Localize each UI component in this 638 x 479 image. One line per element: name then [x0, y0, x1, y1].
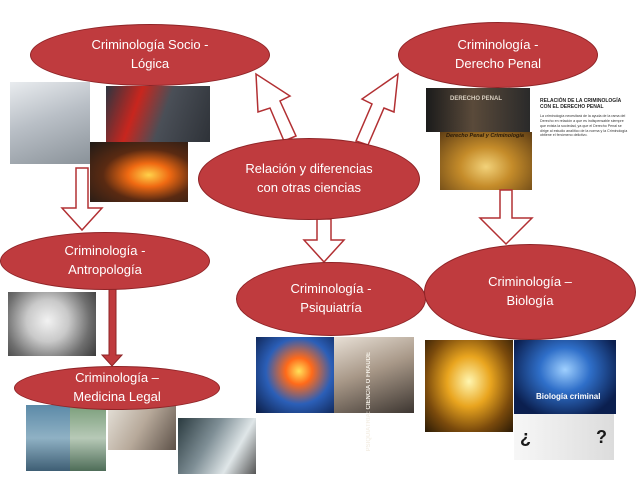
question-mark-close: ? [596, 427, 607, 447]
photo-scales-justice [440, 132, 532, 190]
photo-riot-crowd [106, 86, 210, 142]
photo-lab-tubes [425, 340, 513, 432]
arrow-antro-to-legal [100, 287, 124, 367]
node-bio-line-1: Criminología – [488, 274, 572, 290]
photo-burning-street [90, 142, 188, 202]
photo-gloved-hand [10, 82, 90, 164]
photo-penal-dark [426, 88, 530, 132]
node-penal: Criminología - Derecho Penal [398, 22, 598, 88]
penal-book-title: RELACIÓN DE LA CRIMINOLOGÍA CON EL DEREC… [540, 98, 622, 110]
node-antro: Criminología - Antropología [0, 232, 210, 290]
node-psiq-line-1: Criminología - [290, 281, 372, 297]
node-bio-line-2: Biología [506, 293, 554, 308]
node-legal-line-1: Criminología – [75, 370, 159, 386]
biology-criminal-label: Biología criminal [536, 392, 601, 401]
node-antro-line-2: Antropología [68, 262, 142, 277]
node-socio: Criminología Socio - Lógica [30, 24, 270, 86]
node-center-line-2: con otras ciencias [256, 180, 362, 195]
node-psiq-line-2: Psiquiatría [300, 300, 362, 315]
node-socio-line-1: Criminología Socio - [91, 37, 209, 53]
arrow-to-psiq [302, 218, 346, 264]
photo-autopsy-2 [70, 405, 106, 471]
node-legal-line-2: Medicina Legal [73, 389, 161, 404]
arrow-to-penal [354, 72, 399, 146]
penal-dark-label: DERECHO PENAL [450, 96, 503, 102]
node-legal: Criminología – Medicina Legal [14, 366, 220, 410]
node-psiq: Criminología - Psiquiatría [236, 262, 426, 336]
node-penal-line-2: Derecho Penal [455, 56, 541, 71]
photo-psychiatry-poster [334, 337, 414, 413]
photo-brain-fingerprint [514, 414, 614, 460]
node-center: Relación y diferencias con otras ciencias [198, 138, 420, 220]
photo-forensic-doctor [108, 402, 176, 450]
node-socio-line-2: Lógica [130, 56, 170, 71]
penal-scale-label: Derecho Penal y Criminología [446, 133, 524, 139]
penal-book-text: La criminología necesitará de la ayuda d… [540, 114, 630, 168]
question-mark-open: ¿ [520, 427, 531, 447]
node-penal-line-1: Criminología - [457, 37, 539, 53]
arrow-to-socio [255, 72, 298, 142]
arrow-penal-to-bio [478, 189, 534, 246]
photo-brain-head [256, 337, 334, 413]
arrow-socio-to-antro [60, 167, 104, 232]
photo-fingerprint-magnifier [8, 292, 96, 356]
node-antro-line-1: Criminología - [64, 243, 146, 259]
photo-forensic-scene [178, 418, 256, 474]
node-bio: Criminología – Biología [424, 244, 636, 340]
photo-autopsy-1 [26, 405, 70, 471]
node-center-line-1: Relación y diferencias [245, 161, 373, 177]
photo-biology-criminal [514, 340, 616, 414]
